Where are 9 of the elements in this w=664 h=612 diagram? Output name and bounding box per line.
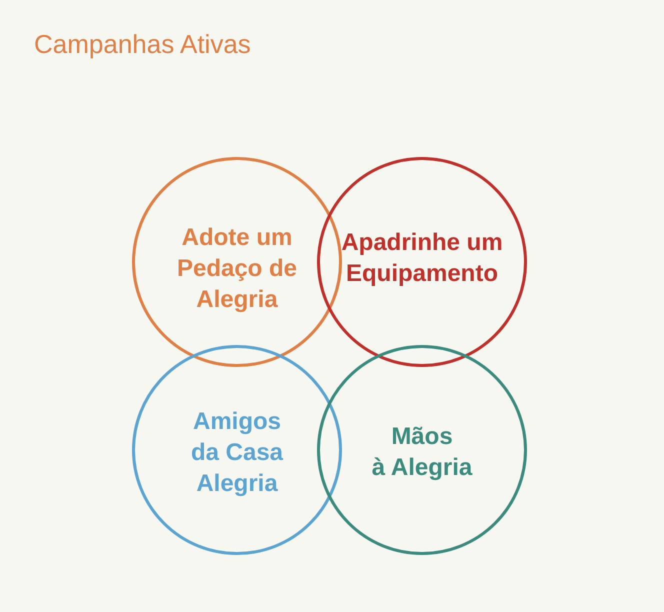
circle-node <box>132 345 342 555</box>
circle-label: Apadrinhe um Equipamento <box>341 228 503 289</box>
circle-label: Adote um Pedaço de Alegria <box>176 222 298 314</box>
circle-node <box>132 157 342 367</box>
circle-node <box>317 345 527 555</box>
circle-label: Amigos da Casa Alegria <box>190 406 284 498</box>
circle-node <box>317 157 527 367</box>
diagram-title: Campanhas Ativas <box>34 29 251 60</box>
circle-label: Mãos à Alegria <box>372 422 472 483</box>
